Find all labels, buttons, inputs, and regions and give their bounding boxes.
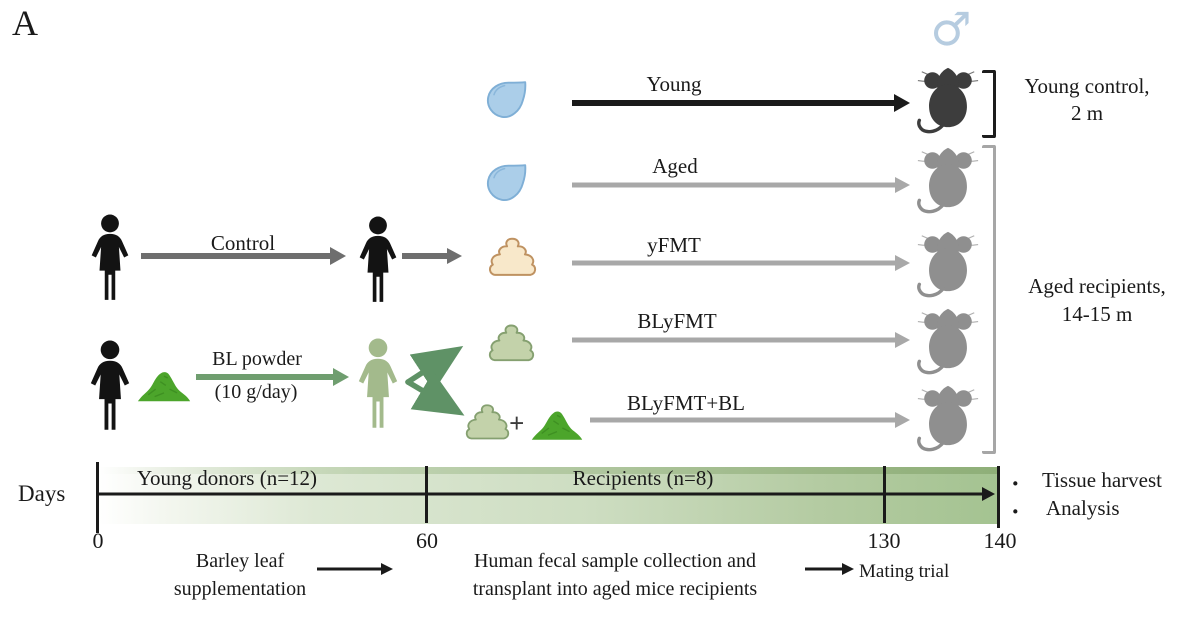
bl-arrow-label-line2: (10 g/day)	[214, 381, 298, 403]
timeline-axis-arrow	[98, 485, 995, 503]
tick-label-130: 130	[867, 528, 901, 553]
feces-icon-blyfmt-bl	[464, 402, 510, 443]
group-arrow-young	[572, 94, 910, 112]
endpoint-tissue-harvest: Tissue harvest	[1042, 468, 1162, 492]
plus-sign: +	[509, 408, 525, 438]
mouse-icon-blyfmt-bl	[914, 380, 982, 452]
human-icon-bl-donor-after	[352, 338, 404, 430]
group-arrow-yfmt	[572, 254, 910, 272]
fecal-annotation-line2: transplant into aged mice recipients	[472, 578, 758, 600]
group-arrow-blyfmt-bl	[590, 411, 910, 429]
mouse-icon-yfmt	[914, 226, 982, 298]
timeline-tick-0	[96, 462, 99, 533]
timeline-tick-140	[997, 466, 1000, 528]
mating-arrow	[805, 560, 854, 578]
timeline-tick-130	[883, 466, 886, 523]
barley-annotation: Barley leaf supplementation	[174, 547, 306, 603]
timeline-tick-60	[425, 466, 428, 523]
group-label-young: Young	[646, 72, 702, 96]
aged-recipients-caption: Aged recipients, 14-15 m	[1028, 272, 1166, 328]
aged-recipients-caption-line1: Aged recipients,	[1028, 274, 1166, 298]
bl-powder-pile-icon	[136, 365, 192, 404]
bl-arrow-label-line1: BL powder	[212, 348, 302, 370]
group-label-aged: Aged	[652, 154, 698, 178]
fecal-annotation-line1: Human fecal sample collection and	[473, 550, 757, 572]
group-label-blyfmt: BLyFMT	[637, 309, 717, 333]
group-arrow-aged	[572, 176, 910, 194]
group-label-yfmt: yFMT	[647, 233, 701, 257]
human-icon-control-donor-after	[352, 216, 404, 304]
barley-annotation-line1: Barley leaf	[195, 550, 285, 572]
tick-label-140: 140	[983, 528, 1017, 553]
human-icon-bl-donor	[84, 340, 136, 432]
mouse-icon-young-control	[914, 62, 982, 134]
aged-recipients-bracket	[982, 145, 996, 454]
barley-annotation-line2: supplementation	[173, 578, 307, 600]
branch-arrows-icon	[405, 345, 465, 416]
control-arrow	[141, 247, 346, 265]
panel-label: A	[12, 3, 38, 43]
young-control-caption: Young control, 2 m	[1024, 73, 1149, 127]
male-symbol: ♂	[930, 2, 972, 56]
group-arrow-blyfmt	[572, 331, 910, 349]
water-droplet-icon-aged	[482, 160, 530, 205]
human-icon-control-donor	[84, 214, 136, 302]
mouse-icon-blyfmt	[914, 303, 982, 375]
young-control-caption-line1: Young control,	[1024, 74, 1150, 98]
feces-icon-yfmt	[487, 235, 537, 280]
feces-icon-blyfmt	[487, 322, 535, 365]
tick-label-0: 0	[92, 528, 104, 553]
mouse-icon-aged	[914, 142, 982, 214]
bl-powder-pile-icon-sample	[530, 404, 584, 443]
tick-label-60: 60	[416, 528, 438, 553]
donor-to-sample-arrow	[402, 247, 462, 265]
fecal-annotation: Human fecal sample collection and transp…	[473, 547, 757, 603]
barley-arrow	[317, 560, 393, 578]
mating-label: Mating trial	[859, 561, 950, 582]
water-droplet-icon-young	[482, 77, 530, 122]
bullet-analysis: ·	[1011, 497, 1020, 526]
timeline-days-label: Days	[18, 481, 66, 506]
young-control-caption-line2: 2 m	[1070, 101, 1104, 125]
young-control-bracket	[982, 70, 996, 138]
bullet-tissue-harvest: ·	[1011, 469, 1020, 498]
aged-recipients-caption-line2: 14-15 m	[1061, 302, 1133, 326]
endpoint-analysis: Analysis	[1046, 496, 1120, 520]
